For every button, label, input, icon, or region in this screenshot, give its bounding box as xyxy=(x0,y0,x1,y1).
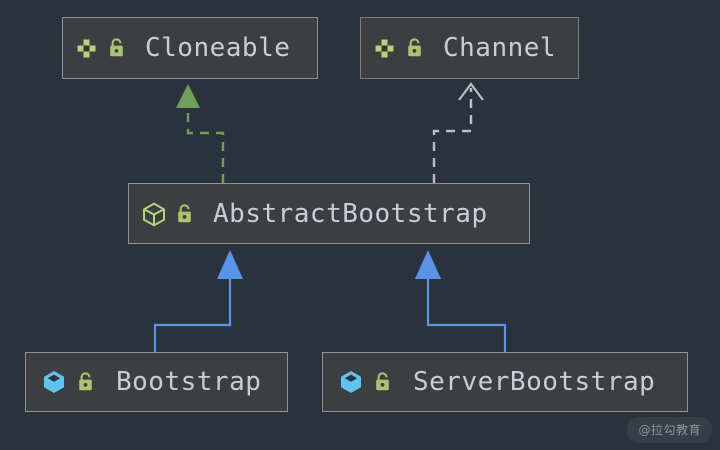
arrowhead-filled-triangle xyxy=(217,250,243,279)
lock-icon xyxy=(110,38,123,57)
interface-icon xyxy=(77,39,96,58)
class-name-label: AbstractBootstrap xyxy=(213,198,488,229)
node-icons xyxy=(337,368,391,396)
arrowhead-filled-triangle xyxy=(176,84,200,108)
lock-icon xyxy=(408,38,421,57)
edge-serverbootstrap-abstractbootstrap xyxy=(415,250,507,352)
edge-line xyxy=(186,103,225,183)
class-node-serverbootstrap[interactable]: ServerBootstrap xyxy=(322,352,688,412)
class-node-abstractbootstrap[interactable]: AbstractBootstrap xyxy=(128,183,530,244)
class-cube-icon xyxy=(341,371,361,393)
edge-abstractbootstrap-channel xyxy=(432,82,484,183)
arrowhead-open-arrow xyxy=(458,82,484,101)
class-name-label: Cloneable xyxy=(145,33,291,63)
class-node-channel[interactable]: Channel xyxy=(360,17,579,79)
abstract-class-cube-icon xyxy=(143,201,165,227)
node-icons xyxy=(40,368,94,396)
node-icons xyxy=(141,201,193,227)
watermark: @拉勾教育 xyxy=(627,417,712,443)
class-node-cloneable[interactable]: Cloneable xyxy=(62,17,318,79)
class-name-label: Channel xyxy=(443,33,557,63)
interface-icon xyxy=(375,39,394,58)
lock-icon xyxy=(178,203,191,222)
class-node-bootstrap[interactable]: Bootstrap xyxy=(25,352,288,412)
class-cube-icon xyxy=(44,371,64,393)
node-icons xyxy=(75,36,125,60)
edge-line xyxy=(426,268,507,352)
edge-line xyxy=(432,88,473,183)
lock-icon xyxy=(376,372,389,391)
lock-icon xyxy=(79,372,92,391)
edge-abstractbootstrap-cloneable xyxy=(176,84,225,183)
arrowhead-filled-triangle xyxy=(415,250,441,279)
node-icons xyxy=(373,36,423,60)
edge-bootstrap-abstractbootstrap xyxy=(153,250,243,352)
class-name-label: Bootstrap xyxy=(116,367,262,397)
class-name-label: ServerBootstrap xyxy=(413,367,656,397)
edge-line xyxy=(153,268,232,352)
